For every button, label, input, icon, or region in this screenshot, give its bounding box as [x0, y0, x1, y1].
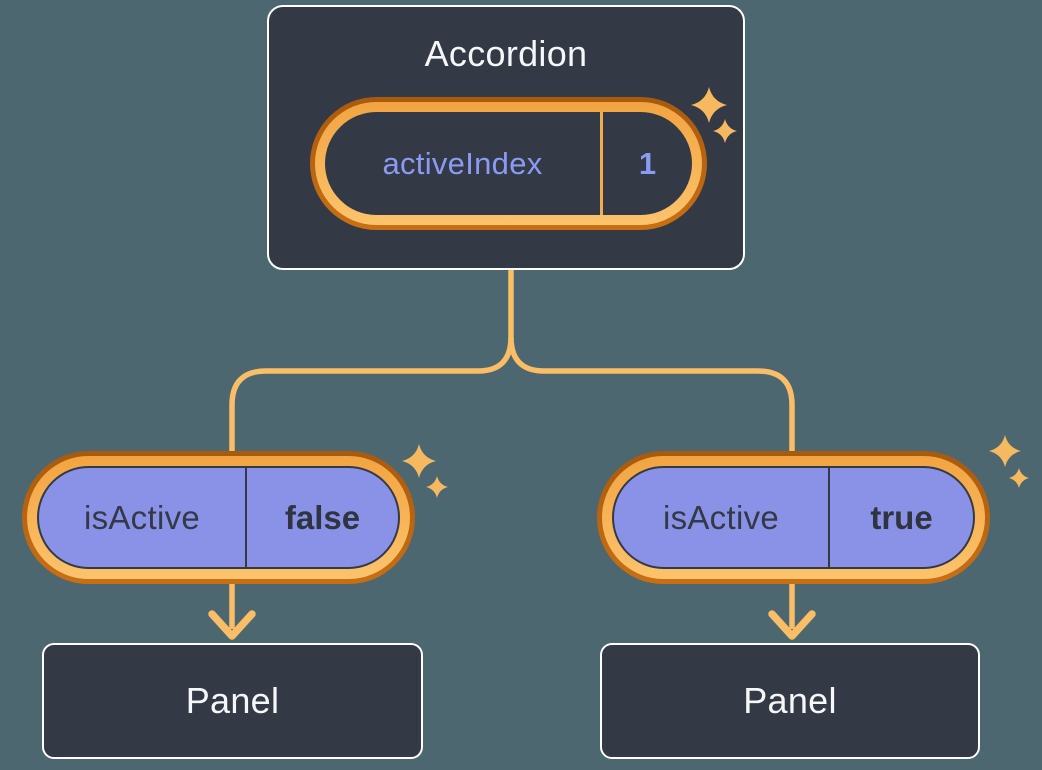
sparkle-icon [989, 435, 1029, 488]
state-pill: activeIndex 1 [310, 97, 707, 230]
sparkle-icon [691, 87, 737, 143]
prop-name: isActive [83, 498, 201, 536]
accordion-title: Accordion [424, 33, 588, 74]
prop-name: isActive [662, 498, 780, 536]
prop-value: true [870, 498, 933, 536]
pill-divider [245, 468, 247, 567]
prop-pill-true: isActive true [597, 451, 990, 584]
state-name: activeIndex [382, 145, 543, 181]
sparkle-icon [402, 444, 448, 498]
arrowhead-left [208, 610, 256, 640]
panel-box-right: Panel [600, 643, 980, 759]
state-value: 1 [638, 145, 657, 181]
panel-box-left: Panel [42, 643, 423, 759]
prop-pill-false: isActive false [22, 451, 415, 584]
prop-value: false [284, 498, 361, 536]
pill-divider [828, 468, 830, 567]
panel-label: Panel [185, 680, 280, 721]
arrowhead-right [768, 610, 816, 640]
pill-divider [600, 112, 603, 215]
connector-branch-right [508, 336, 795, 629]
panel-label: Panel [743, 680, 837, 721]
connector-branch-left [229, 336, 514, 629]
